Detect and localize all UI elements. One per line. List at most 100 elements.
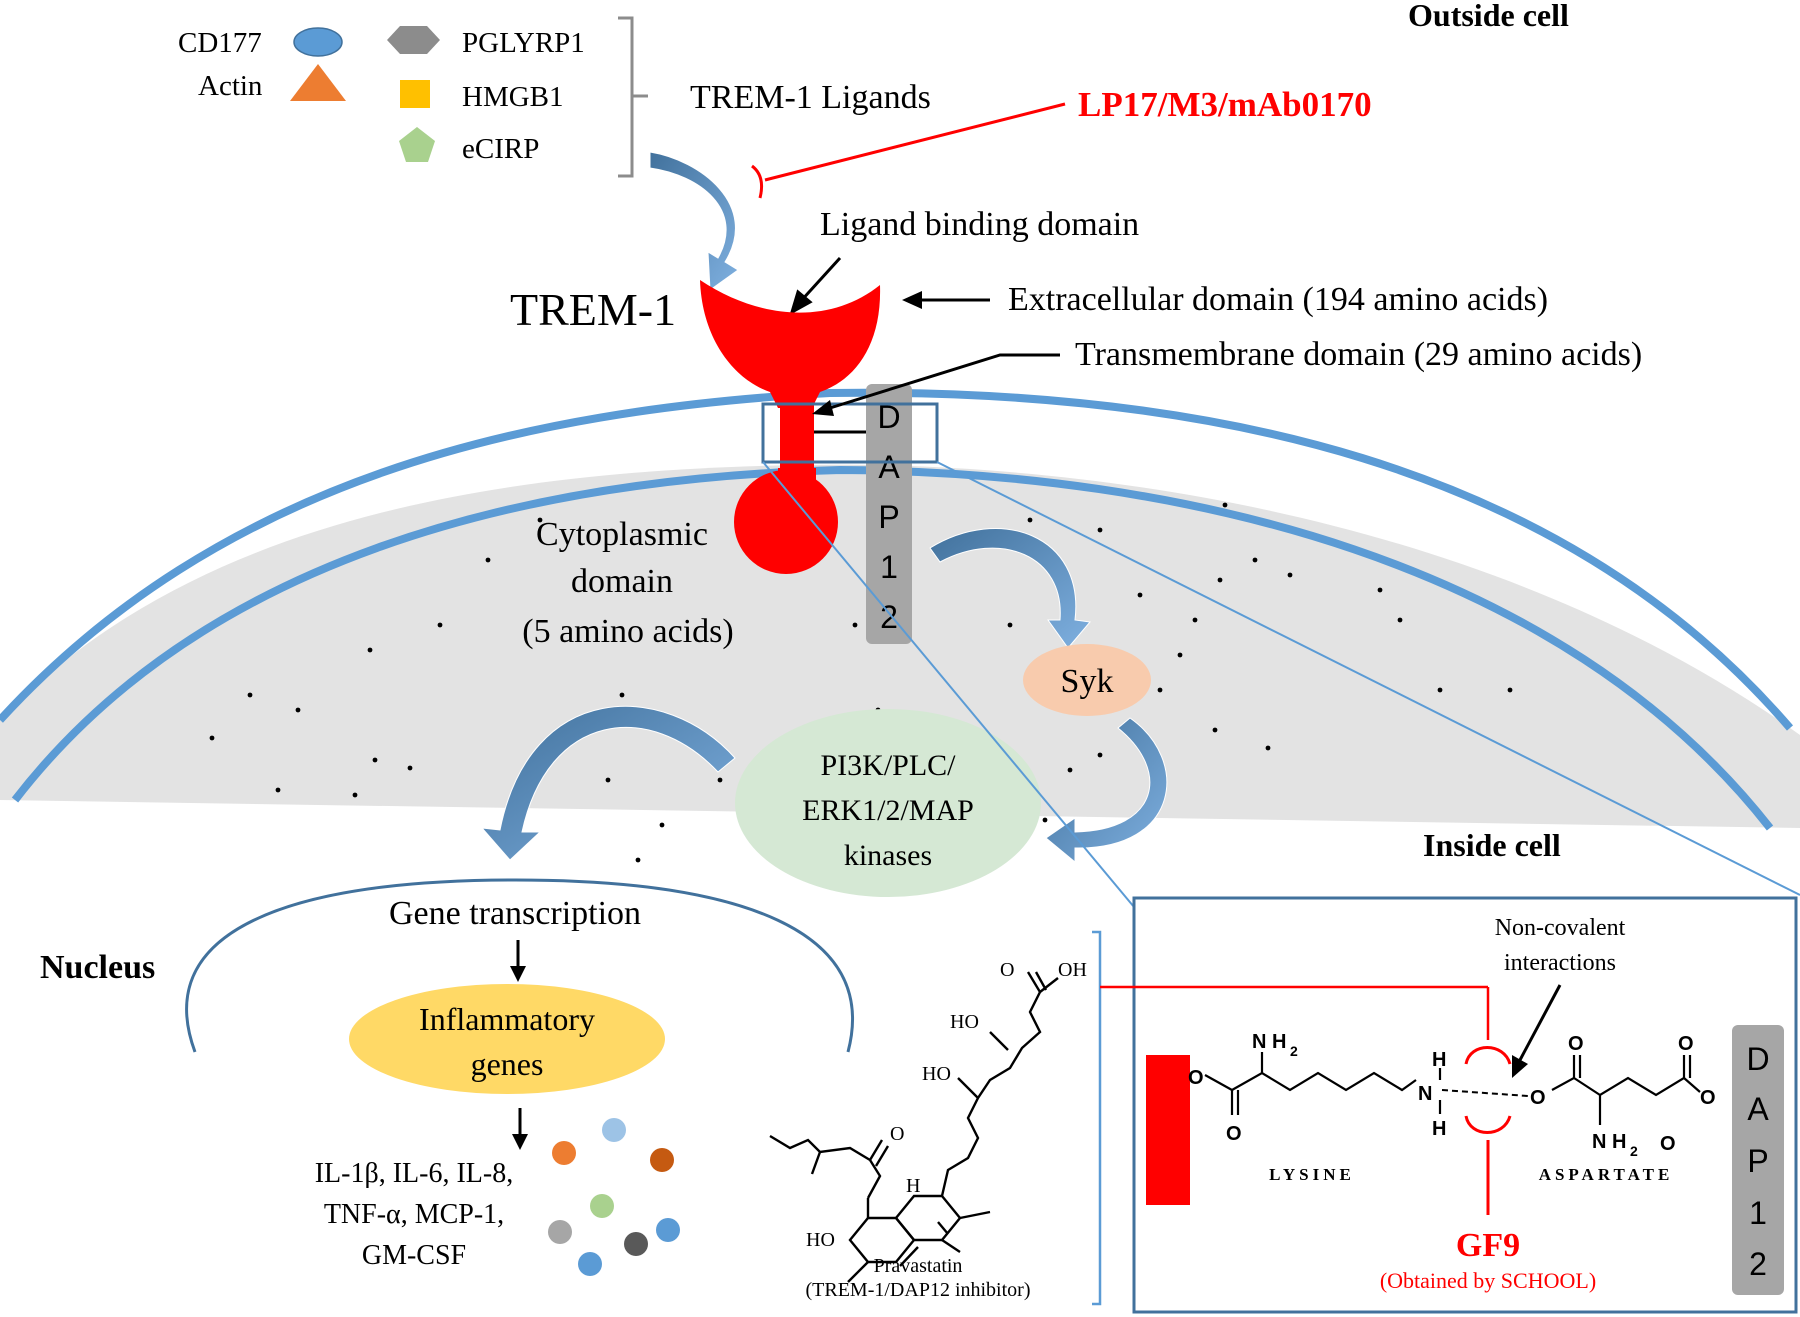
membrane-zoom-box: [761, 402, 939, 464]
svg-text:O: O: [1188, 1067, 1204, 1089]
lysine-atoms: O O N H 2 N H H: [1188, 1031, 1446, 1145]
gf9-note: (Obtained by SCHOOL): [1380, 1268, 1596, 1293]
cytokine-dot: [650, 1148, 674, 1172]
svg-text:H: H: [1432, 1049, 1446, 1071]
legend-label-ecirp: eCIRP: [462, 133, 539, 165]
extracellular-pointer: [902, 291, 990, 309]
hydrogen-bond: [1441, 1089, 1529, 1097]
nucleus-envelope: [185, 878, 855, 1053]
inflammatory-label-line1: Inflammatory: [419, 1001, 595, 1037]
lysine-structure: [1204, 1052, 1442, 1115]
pglyrp1-icon: [387, 26, 440, 54]
nucleus-label: Nucleus: [40, 949, 155, 986]
noncovalent-label-line2: interactions: [1504, 950, 1616, 976]
svg-text:2: 2: [1630, 1143, 1638, 1159]
noncovalent-pointer: [1512, 984, 1562, 1078]
dap12-letter: A: [878, 449, 900, 485]
dap12-letter: P: [878, 499, 899, 535]
syk-node: [1023, 644, 1151, 716]
svg-text:D: D: [1746, 1041, 1769, 1077]
pravastatin-name: Pravastatin: [874, 1255, 963, 1277]
svg-text:OH: OH: [1058, 959, 1087, 981]
svg-text:H: H: [1432, 1118, 1446, 1140]
dap12-adaptor: D A P 1 2: [866, 384, 912, 644]
svg-text:2: 2: [1290, 1043, 1298, 1059]
legend-label-cd177: CD177: [178, 27, 262, 59]
cytokine-dots: [548, 1118, 680, 1276]
pravastatin-structure: [769, 971, 1059, 1283]
gf9-blocker: [1464, 1046, 1512, 1215]
hmgb1-icon: [400, 80, 430, 108]
inflammatory-genes-node: [349, 984, 665, 1094]
lysine-aspartate-inset: [1132, 896, 1798, 1314]
svg-text:O: O: [1700, 1087, 1716, 1109]
dap12-letter: 1: [880, 549, 898, 585]
cytoplasmic-label-line2: domain: [571, 563, 673, 600]
actin-icon: [290, 64, 346, 101]
syk-to-kinases-arrow: [1045, 717, 1168, 864]
inhibitors-label: LP17/M3/mAb0170: [1078, 85, 1372, 124]
cytokine-dot: [656, 1218, 680, 1242]
svg-text:O: O: [1000, 959, 1014, 981]
svg-text:2: 2: [1749, 1246, 1767, 1282]
transmembrane-label: Transmembrane domain (29 amino acids): [1075, 336, 1642, 373]
inner-membrane-line: [11, 465, 1774, 831]
gf9-label: GF9: [1456, 1227, 1520, 1264]
syk-label: Syk: [1061, 663, 1114, 700]
cytokines-line3: GM-CSF: [362, 1240, 466, 1271]
cytokine-dot: [602, 1118, 626, 1142]
noncovalent-label-line1: Non-covalent: [1495, 915, 1626, 941]
trem1-transmembrane-block: [1146, 1055, 1190, 1205]
svg-text:N H: N H: [1252, 1031, 1286, 1053]
ligand-binding-pointer: [789, 256, 842, 316]
inhibition-line: [751, 102, 1066, 199]
transmembrane-pointer: [812, 353, 1060, 416]
inflammatory-label-line2: genes: [471, 1046, 544, 1082]
ligand-binding-domain-cup: [700, 280, 881, 408]
extracellular-label: Extracellular domain (194 amino acids): [1008, 281, 1548, 318]
dap12-letter: D: [877, 399, 900, 435]
svg-text:O: O: [1226, 1123, 1242, 1145]
cytoplasmic-domain: [734, 470, 838, 574]
svg-text:1: 1: [1749, 1195, 1767, 1231]
ecirp-icon: [399, 127, 435, 162]
inset-dap12: D A P 1 2: [1732, 1025, 1784, 1295]
aspartate-label: ASPARTATE: [1539, 1165, 1674, 1184]
cytoplasm-particles: [209, 502, 1513, 863]
lysine-label: LYSINE: [1269, 1165, 1355, 1184]
aspartate-structure: [1551, 1055, 1701, 1125]
svg-text:O: O: [1530, 1087, 1546, 1109]
svg-text:N: N: [1418, 1083, 1432, 1105]
svg-text:A: A: [1747, 1091, 1769, 1127]
kinases-to-nucleus-arrow: [480, 705, 736, 861]
kinases-label-line1: PI3K/PLC/: [820, 749, 956, 782]
trem1-ligands-label: TREM-1 Ligands: [690, 79, 931, 116]
pravastatin-note: (TREM-1/DAP12 inhibitor): [806, 1279, 1031, 1301]
zoom-lines: [762, 461, 1800, 908]
pravastatin-bracket: [1092, 930, 1102, 1306]
svg-text:O: O: [1568, 1033, 1584, 1055]
svg-text:H: H: [906, 1175, 920, 1197]
svg-text:O: O: [890, 1123, 904, 1145]
legend-label-actin: Actin: [198, 70, 263, 102]
svg-text:O: O: [1660, 1133, 1676, 1155]
cytokine-arrow: [512, 1108, 528, 1150]
aspartate-atoms: O O N H 2 O O O: [1530, 1033, 1716, 1159]
kinases-node: [735, 709, 1041, 897]
svg-text:O: O: [1678, 1033, 1694, 1055]
svg-text:HO: HO: [922, 1063, 951, 1085]
cytoplasmic-label-line1: Cytoplasmic: [536, 516, 708, 553]
legend-label-pglyrp1: PGLYRP1: [462, 27, 585, 59]
inside-cell-label: Inside cell: [1423, 827, 1561, 863]
kinases-label-line3: kinases: [844, 839, 932, 872]
cytokine-dot: [578, 1252, 602, 1276]
cd177-icon: [293, 27, 343, 57]
svg-text:HO: HO: [950, 1011, 979, 1033]
cytokine-dot: [590, 1194, 614, 1218]
svg-text:N H: N H: [1592, 1131, 1626, 1153]
ligand-binding-arrow: [649, 151, 739, 291]
cytokine-dot: [552, 1141, 576, 1165]
cytoplasm-region: [0, 464, 1800, 828]
svg-text:P: P: [1747, 1143, 1768, 1179]
